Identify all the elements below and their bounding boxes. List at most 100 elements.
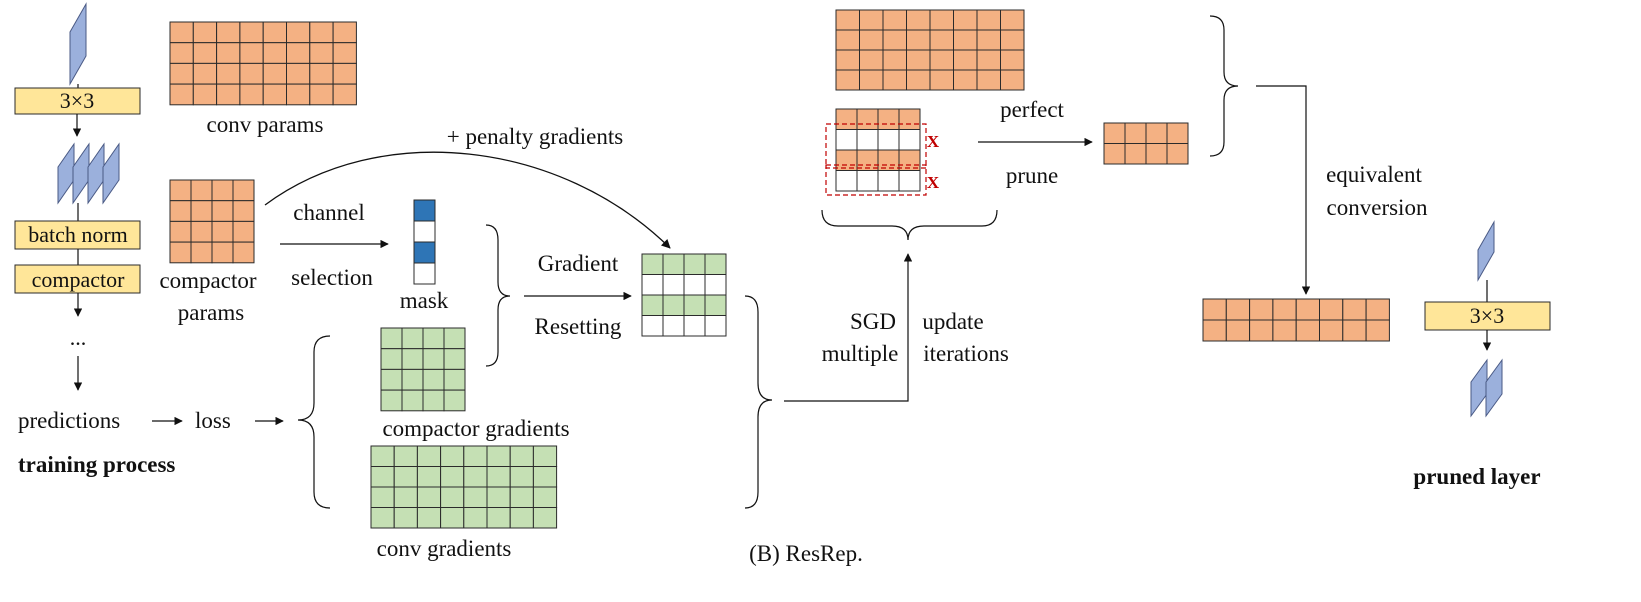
- conv-params-grid-cell: [262, 21, 288, 44]
- perfect-output-grid-cell: [1166, 143, 1189, 165]
- updated-conv-grid-cell: [953, 69, 978, 91]
- conv-params-grid-cell: [216, 83, 241, 106]
- pruned-layer-title: pruned layer: [1413, 464, 1540, 489]
- equivalent-conversion-arrow: [1256, 85, 1311, 295]
- conv-params-grid-cell: [239, 21, 264, 44]
- updated-conv-grid-cell: [976, 69, 1001, 91]
- conv-params-grid-cell: [286, 21, 311, 44]
- updated-conv-grid-cell: [835, 9, 860, 31]
- updated-conv-grid-cell: [882, 9, 907, 31]
- compactor-params-grid-cell: [232, 179, 255, 202]
- compactor-params-grid-cell: [190, 200, 213, 222]
- compactor-gradients-grid-cell: [422, 368, 445, 391]
- conv-params-grid-cell: [332, 42, 357, 64]
- pruned-row-box-2: [825, 164, 927, 196]
- channel-label: channel: [293, 200, 365, 225]
- prune-candidate-grid-cell: [877, 129, 900, 151]
- conv-params-grid-cell: [262, 62, 288, 85]
- reset-gradient-grid-cell: [683, 294, 706, 316]
- prune-candidate-grid-cell: [856, 108, 879, 130]
- reset-gradient-grid-cell: [683, 274, 706, 296]
- compactor-gradients-grid-cell: [422, 348, 445, 370]
- conv-gradients-grid-cell: [440, 507, 465, 529]
- perfect-output-grid-cell: [1103, 122, 1126, 144]
- perfect-output-grid: [1103, 122, 1189, 165]
- conv-params-grid-cell: [169, 42, 194, 64]
- updated-conv-grid-cell: [882, 49, 907, 71]
- conv-params-grid-cell: [262, 83, 288, 106]
- conv-params-grid-cell: [192, 21, 218, 44]
- converted-conv-grid-cell: [1249, 298, 1274, 321]
- compactor-params-grid-cell: [190, 220, 213, 243]
- conv-params-grid-cell: [216, 42, 241, 64]
- conv-params-grid-cell: [239, 62, 264, 85]
- parameter-grids: [169, 9, 1390, 529]
- updated-conv-grid-cell: [929, 69, 954, 91]
- conv-gradients-grid-cell: [416, 466, 442, 488]
- iterations-label: iterations: [923, 341, 1009, 366]
- converted-conv-grid-cell: [1342, 319, 1367, 342]
- batch-norm-label: batch norm: [28, 222, 128, 247]
- mask-cell: [413, 220, 436, 243]
- reset-gradient-grid-cell: [662, 253, 685, 275]
- conv-gradients-grid-cell: [532, 507, 558, 529]
- updated-conv-grid-cell: [859, 49, 884, 71]
- mask-cell: [413, 241, 436, 264]
- predictions-label: predictions: [18, 408, 120, 433]
- prune-candidate-grid: [835, 108, 921, 192]
- conv-3x3-label: 3×3: [60, 88, 94, 113]
- updated-conv-grid-cell: [835, 69, 860, 91]
- compactor-gradients-grid-cell: [380, 368, 403, 391]
- conv-params-grid: [169, 21, 357, 106]
- resetting-label: Resetting: [535, 314, 622, 339]
- compactor-gradients-grid-cell: [401, 327, 424, 350]
- conv-params-grid-cell: [332, 83, 357, 106]
- updated-conv-grid-cell: [929, 49, 954, 71]
- updated-conv-grid-cell: [906, 29, 931, 51]
- compactor-params-label-2: params: [178, 300, 244, 325]
- compactor-params-grid-cell: [211, 200, 234, 222]
- compactor-gradients-grid-cell: [422, 327, 445, 350]
- prune-candidate-grid-cell: [877, 170, 900, 192]
- mask-label: mask: [400, 288, 449, 313]
- updated-conv-grid-cell: [859, 69, 884, 91]
- converted-conv-grid-cell: [1295, 298, 1320, 321]
- pruned-conv-3x3-block: [1424, 301, 1551, 331]
- updated-conv-grid-cell: [1000, 29, 1025, 51]
- loss-label: loss: [195, 408, 231, 433]
- reset-gradient-grid-cell: [641, 253, 664, 275]
- conv-params-label: conv params: [207, 112, 324, 137]
- converted-conv-grid-cell: [1249, 319, 1274, 342]
- sgd-label: SGD: [850, 309, 896, 334]
- conv-params-grid-cell: [192, 83, 218, 106]
- conv-params-grid-cell: [169, 83, 194, 106]
- converted-conv-grid-cell: [1295, 319, 1320, 342]
- converted-conv-grid-cell: [1319, 298, 1344, 321]
- conversion-brace: [1209, 15, 1239, 157]
- conv-params-grid-cell: [216, 62, 241, 85]
- conv-params-grid-cell: [332, 62, 357, 85]
- compactor-gradients-grid-cell: [401, 348, 424, 370]
- compactor-block: [14, 264, 141, 294]
- conv-gradients-grid-cell: [486, 486, 511, 508]
- compactor-gradients-grid-cell: [380, 389, 403, 412]
- training-process-title: training process: [18, 452, 175, 477]
- conv-params-grid-cell: [309, 62, 334, 85]
- compactor-params-grid-cell: [232, 220, 255, 243]
- mask-cell: [413, 262, 436, 285]
- perfect-output-grid-cell: [1124, 143, 1147, 165]
- pruned-feature-maps-icon: [1470, 358, 1503, 418]
- conv-gradients-grid-cell: [370, 445, 395, 467]
- conv-params-grid-cell: [192, 42, 218, 64]
- conv-params-grid-cell: [286, 62, 311, 85]
- compactor-gradients-grid-cell: [443, 327, 466, 350]
- conv-gradients-grid-cell: [509, 466, 534, 488]
- compactor-label: compactor: [32, 267, 126, 292]
- feature-maps-icon: [57, 142, 120, 205]
- updated-conv-grid-cell: [953, 49, 978, 71]
- conv-3x3-block: [14, 87, 141, 115]
- conv-gradients-grid-cell: [486, 466, 511, 488]
- updated-conv-grid-cell: [835, 29, 860, 51]
- conv-gradients-grid-cell: [416, 507, 442, 529]
